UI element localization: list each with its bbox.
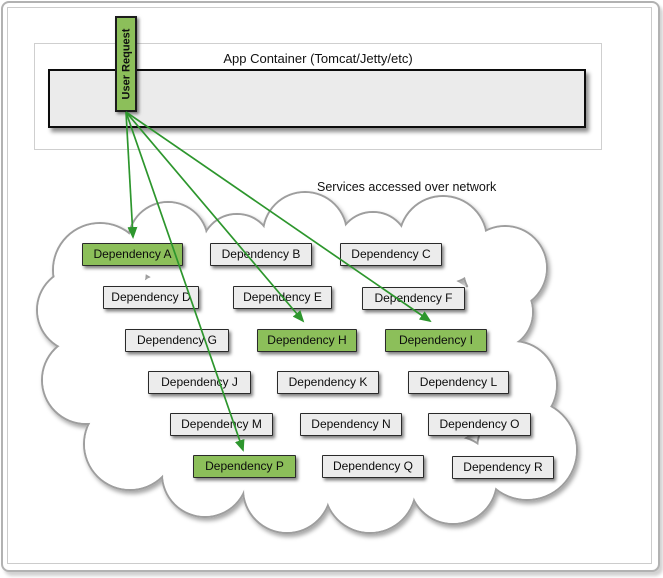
app-container-title: App Container (Tomcat/Jetty/etc) [223,51,413,66]
dependency-node-c: Dependency C [340,243,442,266]
dependency-node-k: Dependency K [277,371,379,394]
dependency-node-j: Dependency J [148,371,251,394]
dependency-node-a: Dependency A [82,243,183,266]
dependency-node-e: Dependency E [233,286,332,309]
dependency-node-l: Dependency L [408,371,509,394]
dependency-node-b: Dependency B [210,243,312,266]
dependency-node-q: Dependency Q [322,455,424,478]
dependency-node-i: Dependency I [385,329,487,352]
dependency-node-p: Dependency P [193,455,296,478]
dependency-node-m: Dependency M [170,413,273,436]
dependency-node-d: Dependency D [103,286,199,309]
dependency-node-h: Dependency H [257,329,357,352]
dependency-node-o: Dependency O [428,413,531,436]
dependency-node-g: Dependency G [125,329,229,352]
user-request-label: User Request [120,28,133,100]
dependency-node-r: Dependency R [452,456,554,479]
user-request-box: User Request [115,16,137,112]
dependency-node-f: Dependency F [362,287,465,310]
inner-border [7,7,652,564]
dependency-node-n: Dependency N [300,413,402,436]
